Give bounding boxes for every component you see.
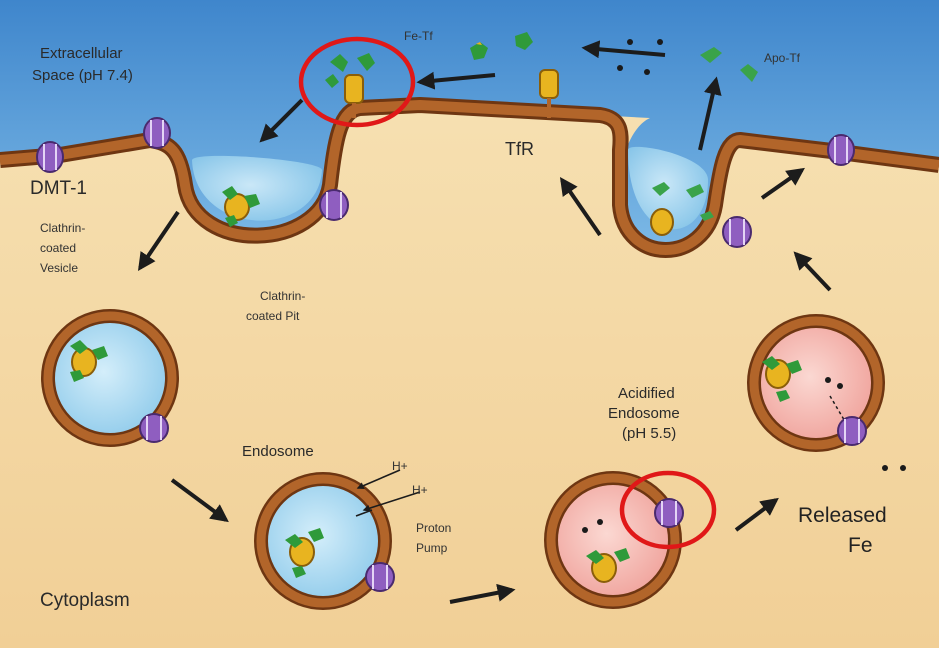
- dmt1-transporter: [320, 190, 348, 220]
- tfr-label: TfR: [505, 139, 534, 159]
- dmt1-transporter: [838, 417, 866, 445]
- endosome-label: Endosome: [242, 443, 314, 460]
- extracellular-label-2: Space (pH 7.4): [32, 67, 133, 84]
- dmt1-transporter: [144, 118, 170, 148]
- proton-pump-label-1: Proton: [416, 521, 451, 535]
- clathrin-pit-label-1: Clathrin-: [260, 289, 305, 303]
- clathrin-vesicle-label-2: coated: [40, 241, 76, 255]
- clathrin-vesicle-label-3: Vesicle: [40, 261, 78, 275]
- acidified-label-2: Endosome: [608, 405, 680, 422]
- proton-pump-label-2: Pump: [416, 541, 448, 555]
- clathrin-coated-vesicle: [44, 312, 176, 444]
- dmt1-transporter: [723, 217, 751, 247]
- dmt1-transporter: [366, 563, 394, 591]
- released-label-1: Released: [798, 504, 887, 527]
- apo-tf-label: Apo-Tf: [764, 51, 801, 65]
- dmt1-transporter: [828, 135, 854, 165]
- acidified-endosome: [551, 478, 683, 602]
- clathrin-vesicle-label-1: Clathrin-: [40, 221, 85, 235]
- fe-tf-label: Fe-Tf: [404, 29, 433, 43]
- acidified-label-3: (pH 5.5): [622, 425, 676, 442]
- released-label-2: Fe: [848, 534, 873, 557]
- dmt1-transporter: [37, 142, 63, 172]
- h-plus-label-2: H+: [412, 483, 428, 497]
- extracellular-label-1: Extracellular: [40, 45, 123, 62]
- acidified-label-1: Acidified: [618, 385, 675, 402]
- h-plus-label-1: H+: [392, 459, 408, 473]
- cytoplasm-label: Cytoplasm: [40, 590, 130, 611]
- endosome: [261, 479, 394, 603]
- dmt1-transporter: [655, 499, 683, 527]
- clathrin-pit-label-2: coated Pit: [246, 309, 300, 323]
- dmt1-label: DMT-1: [30, 178, 87, 199]
- dmt1-transporter: [140, 414, 168, 442]
